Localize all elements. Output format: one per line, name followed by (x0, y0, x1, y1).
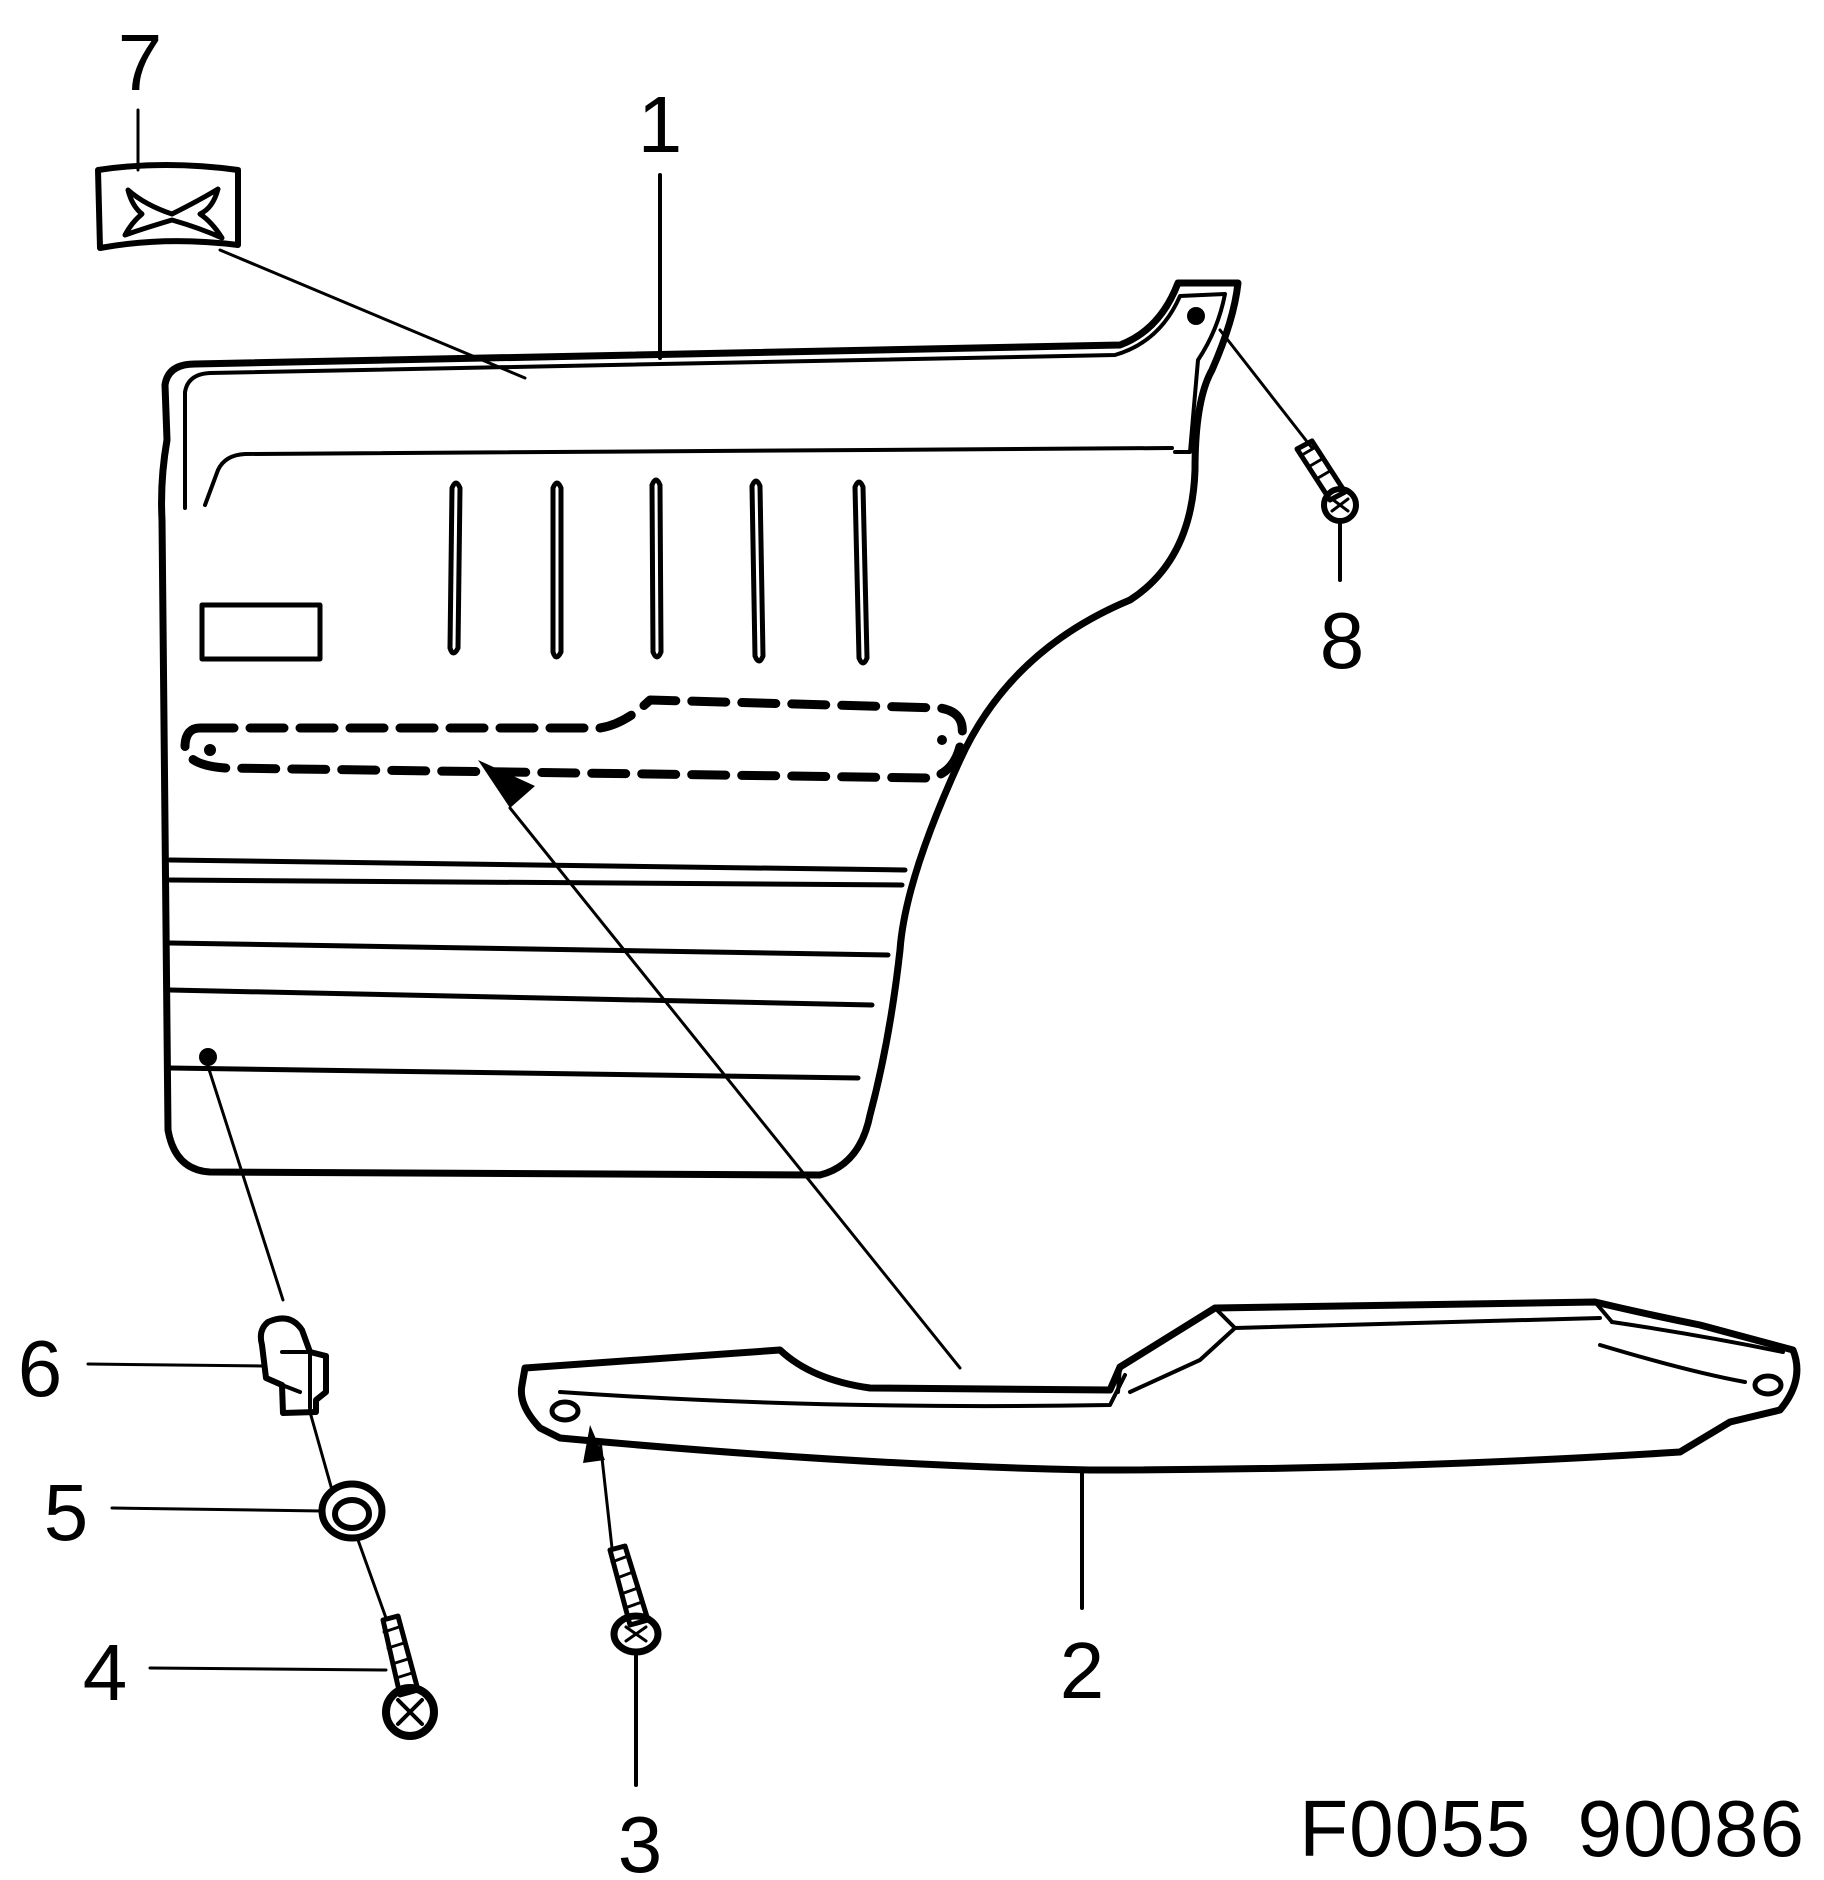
armrest-position-outline (180, 695, 967, 783)
callout-1: 1 (638, 80, 683, 169)
callout-8: 8 (1320, 596, 1365, 685)
screw-3 (607, 1543, 662, 1656)
callout-5: 5 (44, 1468, 89, 1557)
armrest (517, 1298, 1801, 1474)
screw-4 (380, 1613, 438, 1740)
handle-recess (199, 602, 323, 662)
callout-4: 4 (83, 1628, 128, 1717)
callout-3: 3 (618, 1800, 663, 1880)
callout-6: 6 (18, 1324, 63, 1413)
callout-7: 7 (118, 18, 163, 107)
clip-6 (257, 1315, 329, 1416)
drawing-code: F0055 90086 (1299, 1784, 1805, 1873)
emblem-badge (95, 162, 241, 251)
leader-lines (86, 108, 1342, 1787)
screw-8 (1294, 438, 1359, 524)
callout-labels: 1 2 3 4 5 6 7 8 (18, 18, 1365, 1880)
callout-2: 2 (1060, 1626, 1105, 1715)
door-trim-panel (158, 279, 1242, 1179)
trim-strips (167, 857, 908, 1081)
speaker-slots (447, 477, 870, 666)
washer-5 (318, 1480, 386, 1542)
